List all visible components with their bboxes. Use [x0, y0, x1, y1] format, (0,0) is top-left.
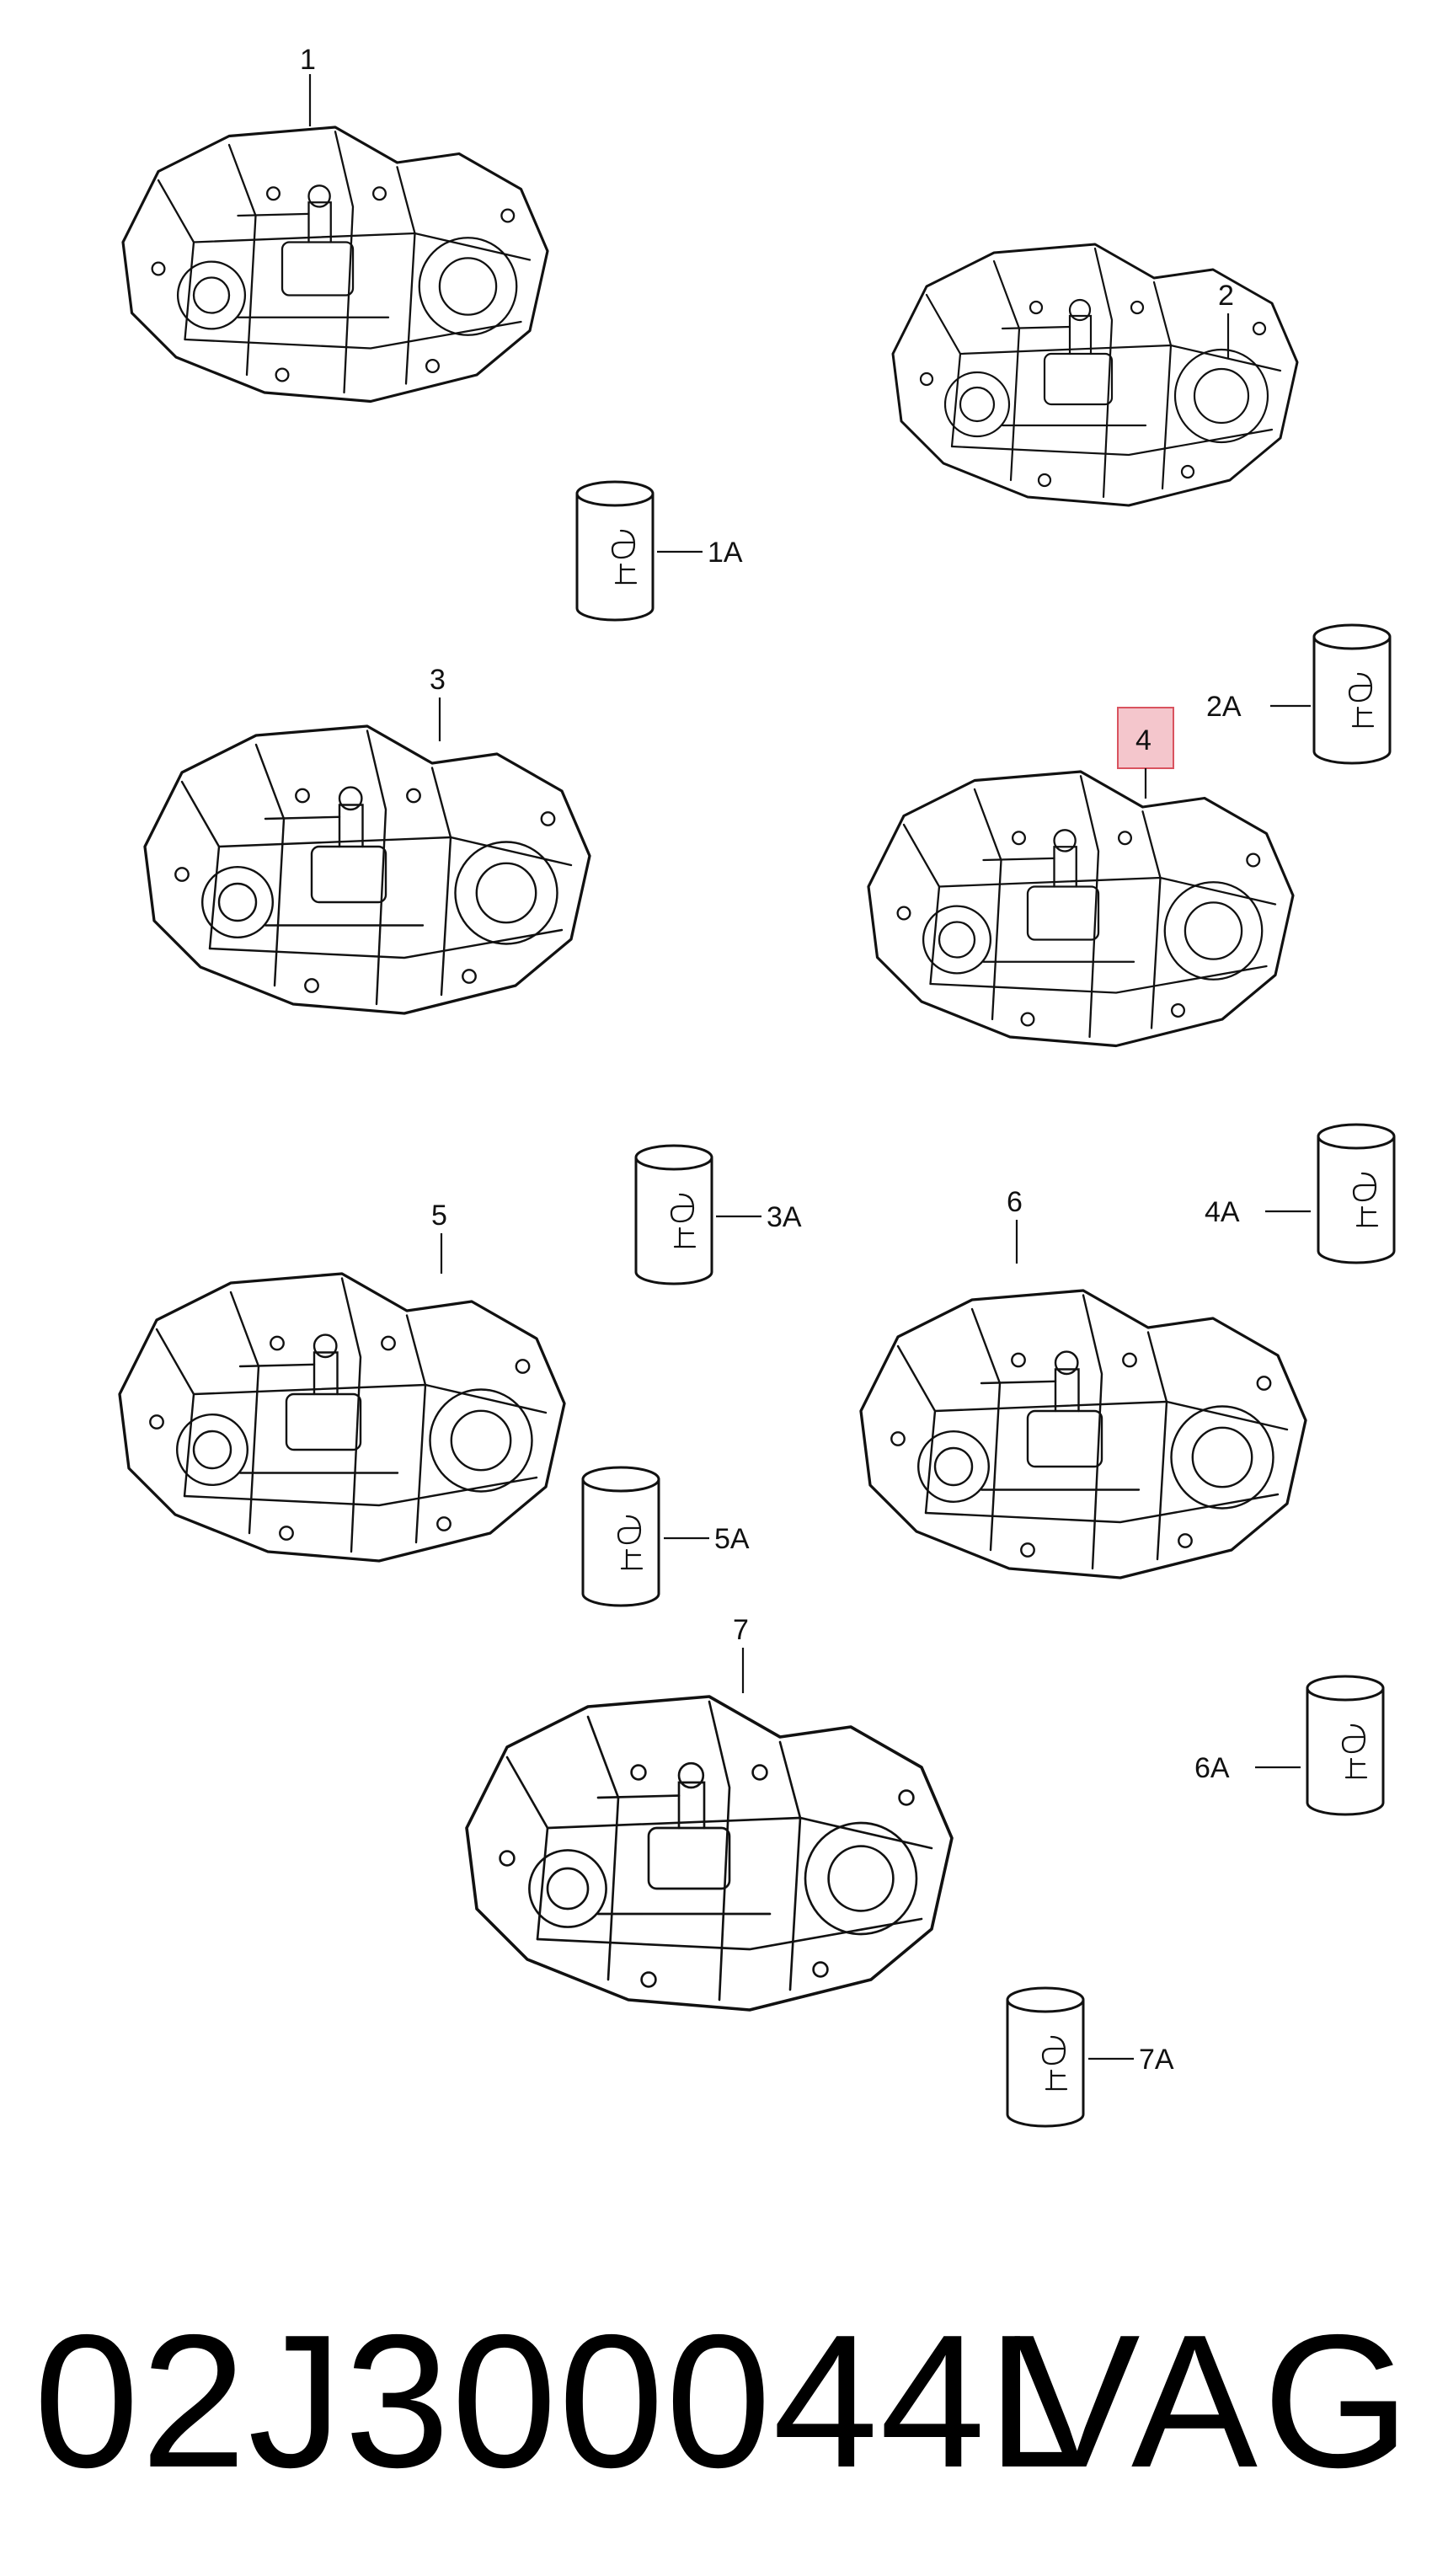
oil-can-4A[interactable]: [1317, 1123, 1396, 1264]
part-label-1: 1: [300, 44, 316, 76]
part-label-4: 4: [1135, 724, 1151, 756]
gearbox-6[interactable]: [859, 1289, 1307, 1579]
part-label-3: 3: [430, 664, 446, 696]
oil-can-label-5A: 5A: [714, 1523, 750, 1555]
oil-can-label-6A: 6A: [1194, 1752, 1230, 1784]
oil-can-3A[interactable]: [634, 1144, 713, 1285]
oil-can-5A[interactable]: [581, 1466, 660, 1607]
gearbox-2[interactable]: [891, 243, 1299, 507]
oil-can-6A[interactable]: [1306, 1675, 1385, 1816]
part-label-5: 5: [431, 1200, 447, 1232]
oil-can-label-3A: 3A: [767, 1201, 802, 1233]
oil-can-label-7A: 7A: [1139, 2044, 1174, 2076]
oil-can-label-2A: 2A: [1206, 691, 1242, 723]
oil-can-7A[interactable]: [1006, 1986, 1085, 2128]
gearbox-4[interactable]: [867, 770, 1295, 1048]
oil-can-label-1A: 1A: [708, 537, 743, 569]
parts-diagram: 1 1A 2 2A 3 3A 4 4A 5 5A 6 6A: [118, 44, 1396, 2128]
gearbox-7[interactable]: [465, 1695, 954, 2012]
brand-name: VAG: [1013, 2295, 1415, 2507]
oil-can-1A[interactable]: [575, 480, 655, 622]
gearbox-1[interactable]: [121, 126, 549, 404]
footer: 02J300044L VAG: [34, 2274, 1415, 2527]
oil-can-label-4A: 4A: [1205, 1196, 1240, 1228]
oil-can-2A[interactable]: [1312, 623, 1392, 765]
gearbox-5[interactable]: [118, 1272, 566, 1563]
part-label-7: 7: [733, 1614, 749, 1646]
part-number: 02J300044L: [34, 2295, 1094, 2507]
part-label-2: 2: [1218, 280, 1234, 312]
part-label-6: 6: [1007, 1186, 1023, 1218]
gearbox-3[interactable]: [143, 724, 591, 1015]
